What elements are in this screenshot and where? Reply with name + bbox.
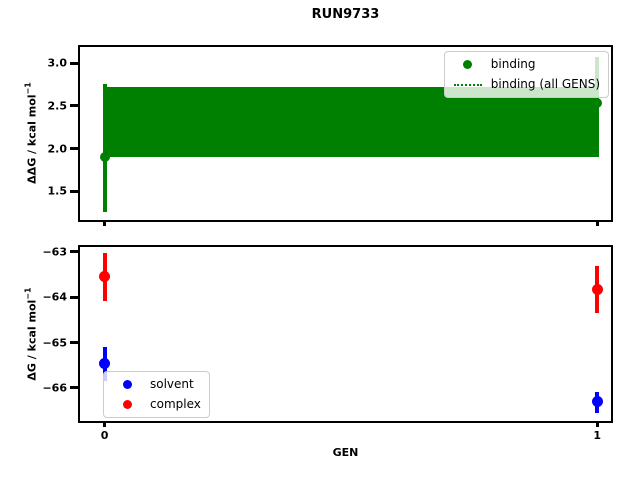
x-tick-mark	[595, 220, 599, 226]
y-tick-label: 1.5	[47, 184, 68, 198]
legend-label: binding	[490, 57, 536, 71]
marker-glyph	[122, 400, 132, 409]
y-tick-mark	[70, 189, 78, 193]
bottom-axes: −66 −65 −64 −63 0 1 solvent complex	[42, 245, 613, 442]
legend-item: complex	[112, 396, 201, 413]
y-tick-mark	[70, 295, 78, 299]
x-tick-label: 0	[100, 429, 109, 442]
y-tick-label: 2.0	[47, 142, 68, 156]
legend-item: binding	[453, 56, 600, 73]
binding-point	[592, 98, 603, 109]
solvent-point	[99, 357, 111, 369]
top-ylabel-text: ΔΔG / kcal mol	[25, 94, 39, 184]
y-tick-label: 3.0	[47, 56, 68, 70]
legend: solvent complex	[103, 371, 210, 418]
bottom-y-axis-label: ΔG / kcal mol−1	[24, 287, 39, 380]
legend-label: complex	[150, 397, 201, 411]
y-tick-mark	[70, 341, 78, 345]
x-axis-label: GEN	[332, 446, 359, 459]
figure-title: RUN9733	[311, 7, 380, 22]
y-tick-label: −63	[42, 245, 67, 259]
solvent-point	[591, 396, 603, 408]
y-tick-label: −66	[42, 381, 67, 395]
y-tick-mark	[70, 147, 78, 151]
x-tick-mark	[103, 421, 107, 427]
complex-marker-icon	[112, 400, 142, 409]
y-tick-mark	[70, 250, 78, 254]
x-tick-label: 1	[593, 429, 602, 442]
bottom-ylabel-exponent: −1	[23, 287, 33, 300]
legend-label: solvent	[150, 377, 194, 391]
binding-errorbar	[102, 83, 107, 212]
y-tick-mark	[70, 386, 78, 390]
complex-point	[99, 271, 111, 283]
top-y-axis-label: ΔΔG / kcal mol−1	[24, 82, 39, 184]
dotted-line-icon	[453, 83, 483, 86]
solvent-marker-icon	[112, 380, 142, 389]
binding-marker-icon	[453, 60, 483, 69]
y-tick-mark	[70, 61, 78, 65]
legend-label: binding (all GENS)	[490, 77, 600, 91]
y-tick-label: −65	[42, 336, 67, 350]
y-tick-label: −64	[42, 290, 67, 304]
binding-point	[99, 152, 110, 163]
top-ylabel-exponent: −1	[23, 82, 33, 95]
y-tick-label: 2.5	[47, 99, 68, 113]
legend-item: solvent	[112, 376, 201, 393]
bottom-ylabel-text: ΔG / kcal mol	[25, 299, 39, 381]
legend: binding binding (all GENS)	[443, 51, 609, 98]
x-tick-mark	[595, 421, 599, 427]
marker-glyph	[453, 83, 482, 86]
marker-glyph	[463, 60, 473, 69]
complex-point	[591, 283, 603, 295]
x-tick-mark	[103, 220, 107, 226]
top-axes: 1.5 2.0 2.5 3.0 binding binding (all GENS)	[48, 45, 613, 226]
legend-item: binding (all GENS)	[453, 76, 600, 93]
y-tick-mark	[70, 104, 78, 108]
marker-glyph	[122, 380, 132, 389]
binding-all-gens-band	[102, 87, 600, 158]
